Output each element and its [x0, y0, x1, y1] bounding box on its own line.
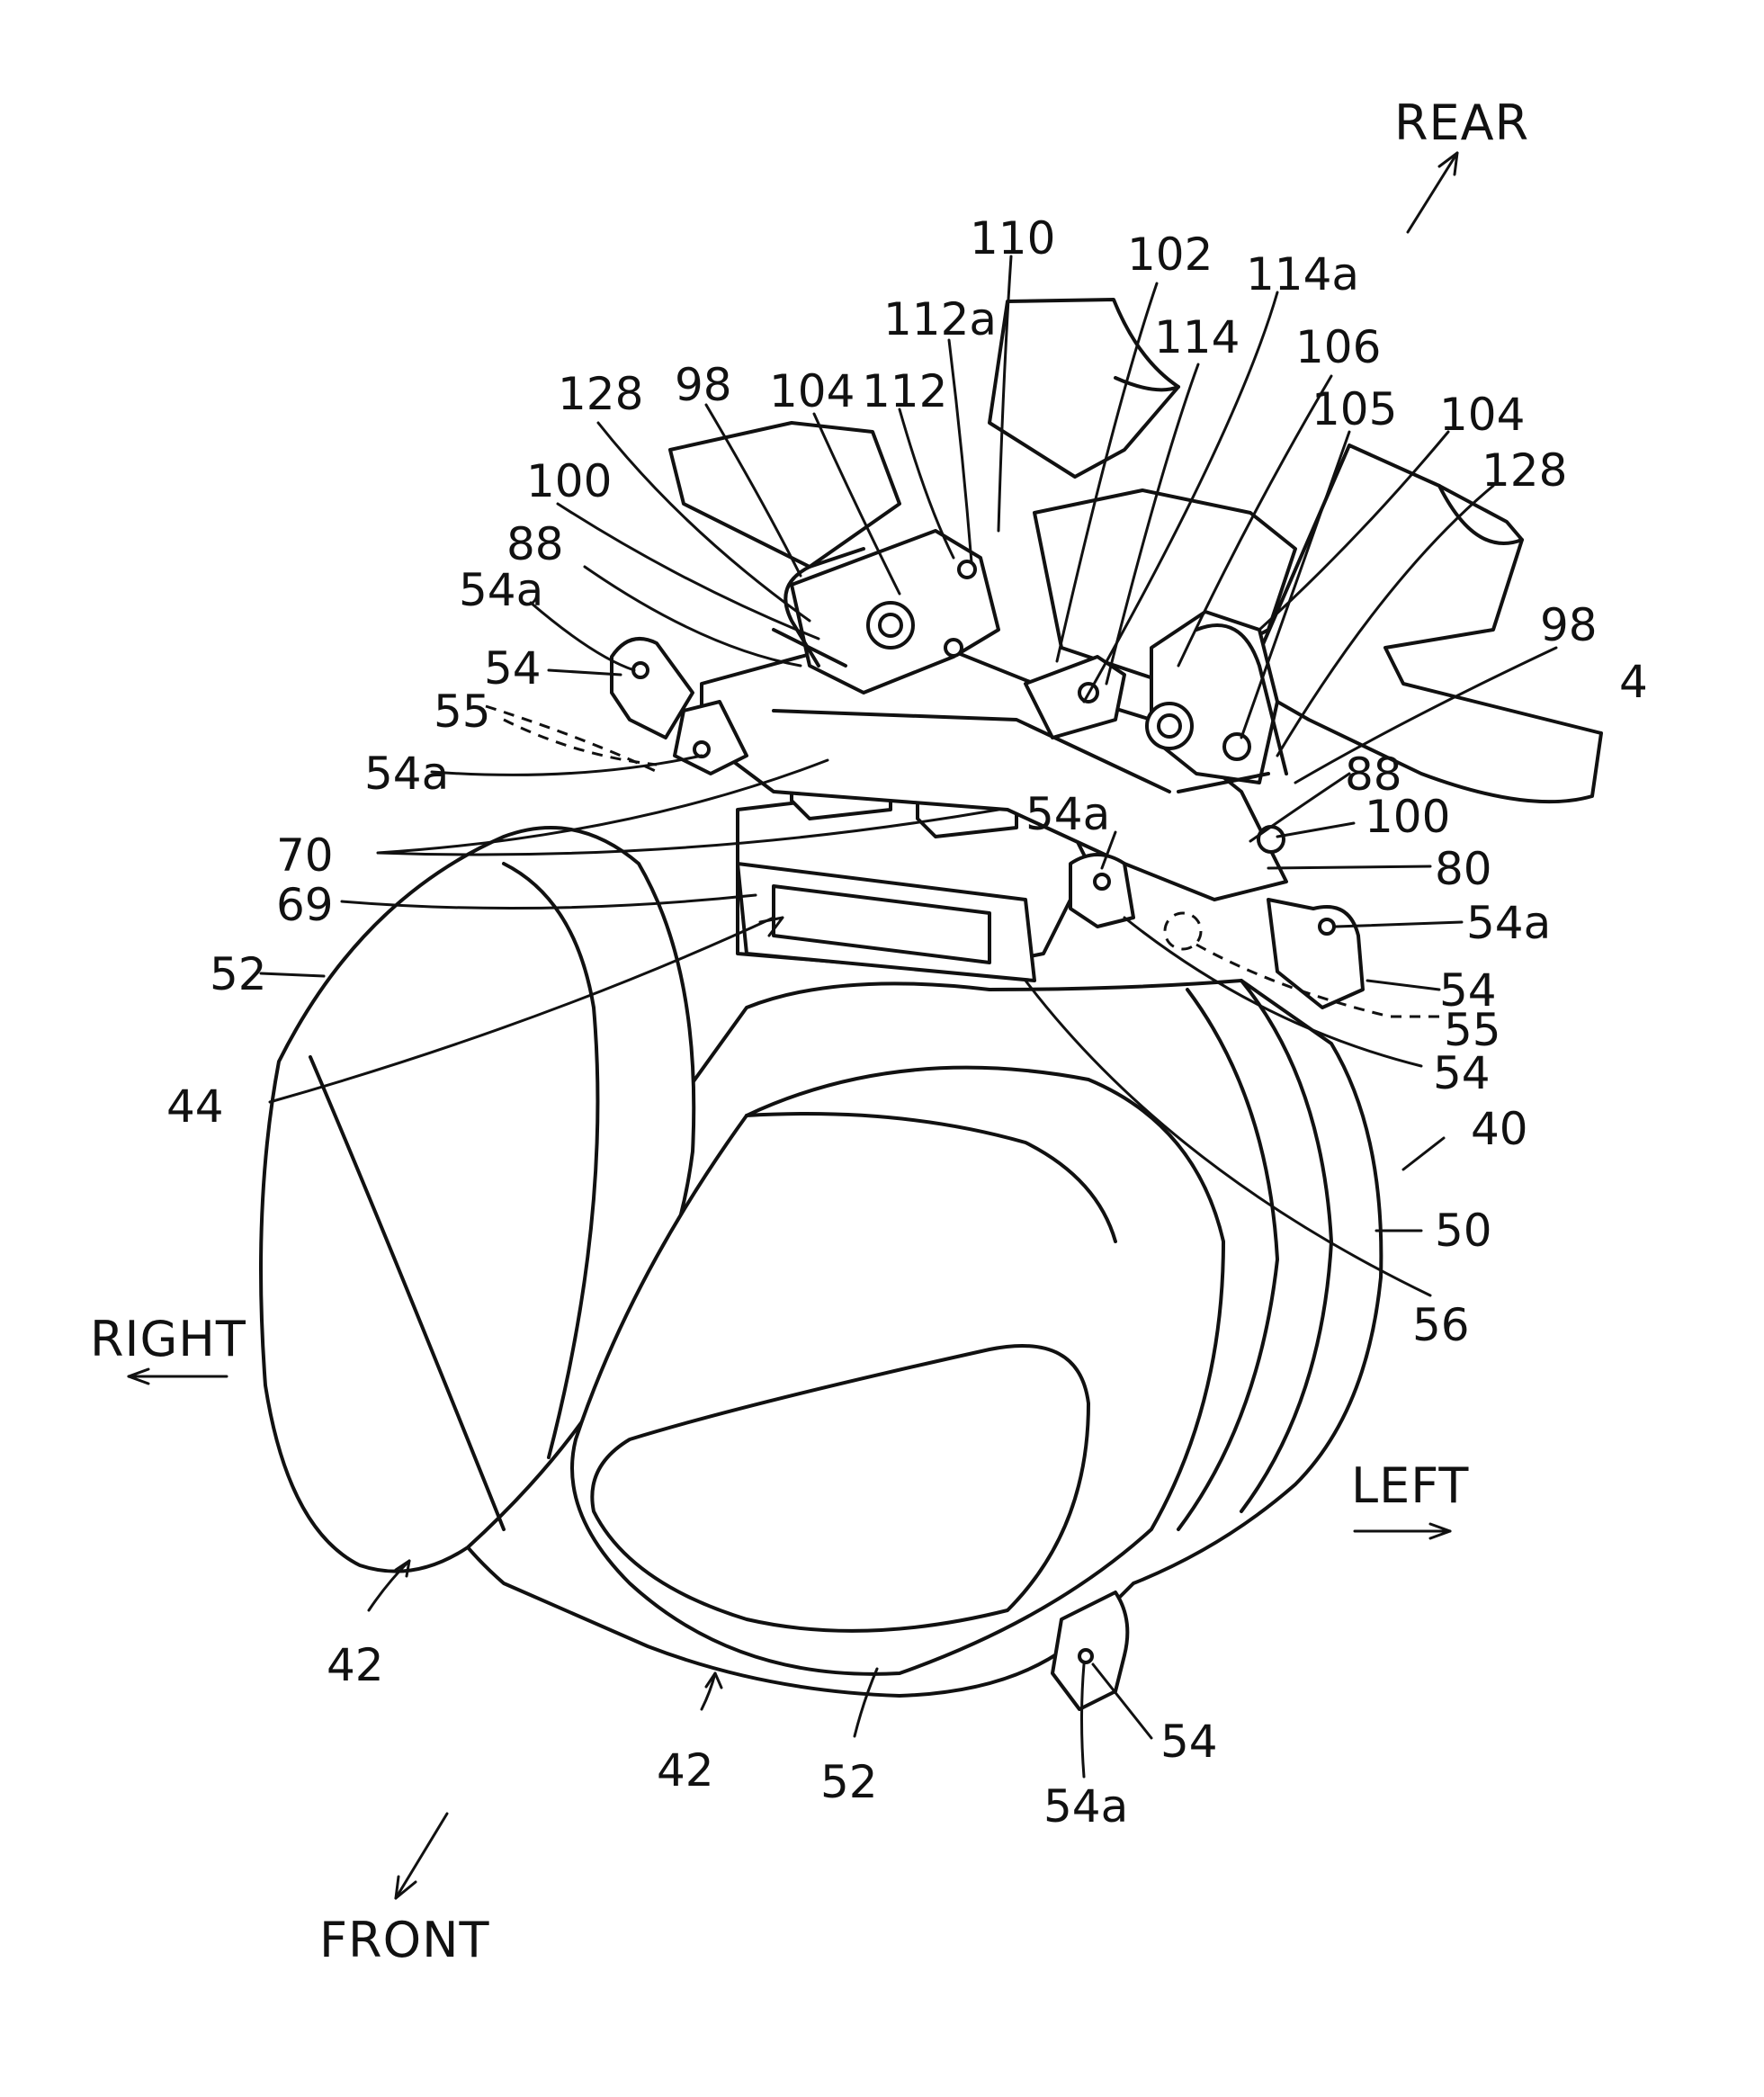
label-44: 44: [166, 1080, 224, 1133]
label-102: 102: [1127, 229, 1213, 281]
label-128-right: 128: [1482, 444, 1567, 497]
label-114a: 114a: [1246, 248, 1359, 300]
rear-label: REAR: [1394, 94, 1529, 151]
direction-right: RIGHT: [90, 1311, 246, 1384]
right-label: RIGHT: [90, 1311, 246, 1367]
label-54a-bottom: 54a: [1043, 1780, 1128, 1833]
label-50: 50: [1435, 1205, 1492, 1257]
center-mount-hole-54a: [1095, 874, 1109, 889]
label-88-left: 88: [506, 518, 564, 570]
direction-front: FRONT: [319, 1814, 489, 1968]
label-80: 80: [1435, 843, 1492, 895]
leader-40: [1403, 1138, 1444, 1169]
leader-88-right: [1250, 774, 1349, 841]
left-label: LEFT: [1351, 1457, 1469, 1514]
label-110: 110: [970, 212, 1055, 264]
label-54-bottom: 54: [1160, 1716, 1218, 1768]
left-hinge-pivot: [868, 603, 913, 648]
rear-arrowhead: [1439, 153, 1457, 175]
label-4: 4: [1619, 656, 1648, 708]
leader-54a-left: [432, 756, 702, 775]
label-52-upper: 52: [210, 948, 267, 1000]
direction-rear: REAR: [1394, 94, 1529, 232]
label-52-lower: 52: [820, 1756, 878, 1808]
leader-80: [1268, 866, 1430, 868]
label-54a-left: 54a: [364, 748, 449, 800]
right-lever-100: [1258, 827, 1284, 852]
label-70: 70: [276, 829, 334, 882]
label-98-left: 98: [675, 359, 732, 411]
leader-52-upper: [261, 973, 324, 976]
right-ear-54: [1268, 900, 1363, 1008]
front-arrow: [396, 1814, 447, 1898]
label-104-left: 104: [769, 365, 855, 417]
right-hinge-roller-105: [1224, 734, 1249, 759]
label-112: 112: [862, 365, 947, 417]
label-104-right: 104: [1439, 389, 1525, 441]
leader-54-right: [1367, 981, 1439, 990]
leader-112a: [949, 340, 972, 562]
label-98-right: 98: [1540, 599, 1598, 651]
label-54a-upper-left: 54a: [459, 564, 543, 616]
label-128-left: 128: [558, 368, 643, 420]
bottom-bracket-hole-54a: [1079, 1650, 1092, 1662]
label-55-left: 55: [434, 686, 491, 738]
label-100-left: 100: [526, 455, 612, 507]
label-100-right: 100: [1365, 791, 1450, 843]
label-69: 69: [276, 879, 334, 931]
label-42-center: 42: [657, 1744, 714, 1797]
rear-arrow: [1408, 153, 1457, 232]
label-42-left: 42: [327, 1639, 384, 1691]
label-106: 106: [1295, 321, 1381, 373]
leader-54a-bottom: [1082, 1664, 1085, 1777]
leader-54-bottom: [1093, 1664, 1151, 1738]
right-ear-hole-54a: [1320, 919, 1334, 934]
label-54-upper-left: 54: [484, 642, 542, 695]
right-clamp-hole: [1165, 913, 1201, 949]
left-hinge-hole: [945, 640, 962, 656]
direction-left: LEFT: [1351, 1457, 1469, 1538]
label-56: 56: [1412, 1299, 1470, 1351]
label-40: 40: [1471, 1103, 1528, 1155]
front-label: FRONT: [319, 1912, 489, 1968]
label-54a-center: 54a: [1025, 788, 1110, 840]
left-clamp-55: [504, 720, 657, 765]
label-112a: 112a: [883, 293, 997, 345]
label-54-center: 54: [1433, 1047, 1491, 1099]
label-105: 105: [1312, 383, 1397, 435]
label-114: 114: [1154, 311, 1240, 363]
right-hinge-pivot: [1147, 703, 1192, 748]
left-hinge-hole-112a: [959, 561, 975, 578]
label-54a-right: 54a: [1466, 897, 1551, 949]
leader-100-right: [1277, 823, 1354, 837]
